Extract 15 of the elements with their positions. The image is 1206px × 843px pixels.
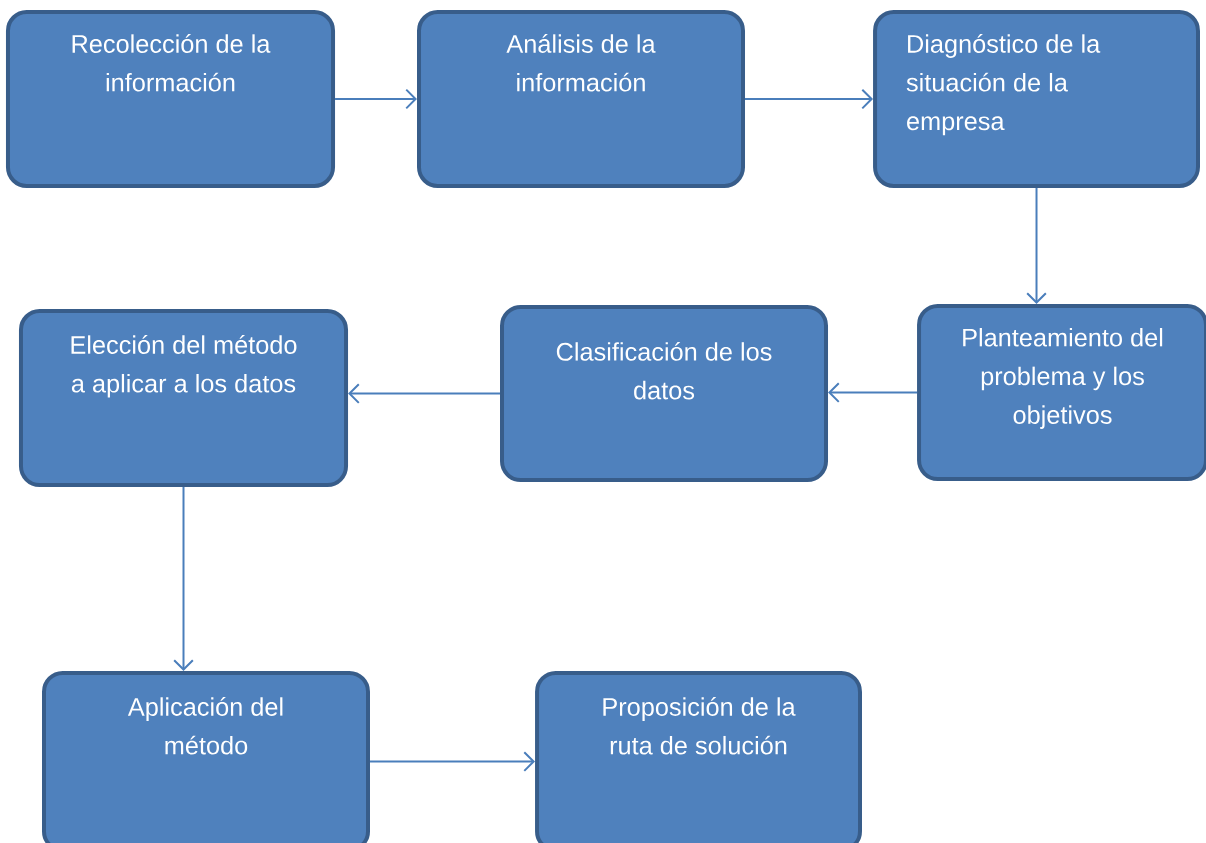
arrow	[828, 382, 919, 403]
process-box: Clasificación de los datos	[500, 304, 828, 483]
process-box: Análisis de la información	[417, 10, 745, 188]
arrow	[348, 383, 501, 404]
process-box: Planteamiento del problema y los objetivos	[917, 303, 1206, 482]
process-box: Proposición de la ruta de solución	[535, 671, 862, 843]
process-box: Diagnóstico de la situación de la empresa	[873, 10, 1200, 188]
arrow	[173, 486, 194, 671]
process-box: Aplicación del método	[42, 671, 370, 843]
arrow	[334, 88, 417, 110]
arrow	[1026, 187, 1047, 304]
process-box: Elección del método a aplicar a los datos	[18, 309, 349, 487]
arrow	[744, 88, 874, 110]
process-box: Recolección de la información	[5, 10, 336, 188]
arrow	[369, 751, 536, 772]
